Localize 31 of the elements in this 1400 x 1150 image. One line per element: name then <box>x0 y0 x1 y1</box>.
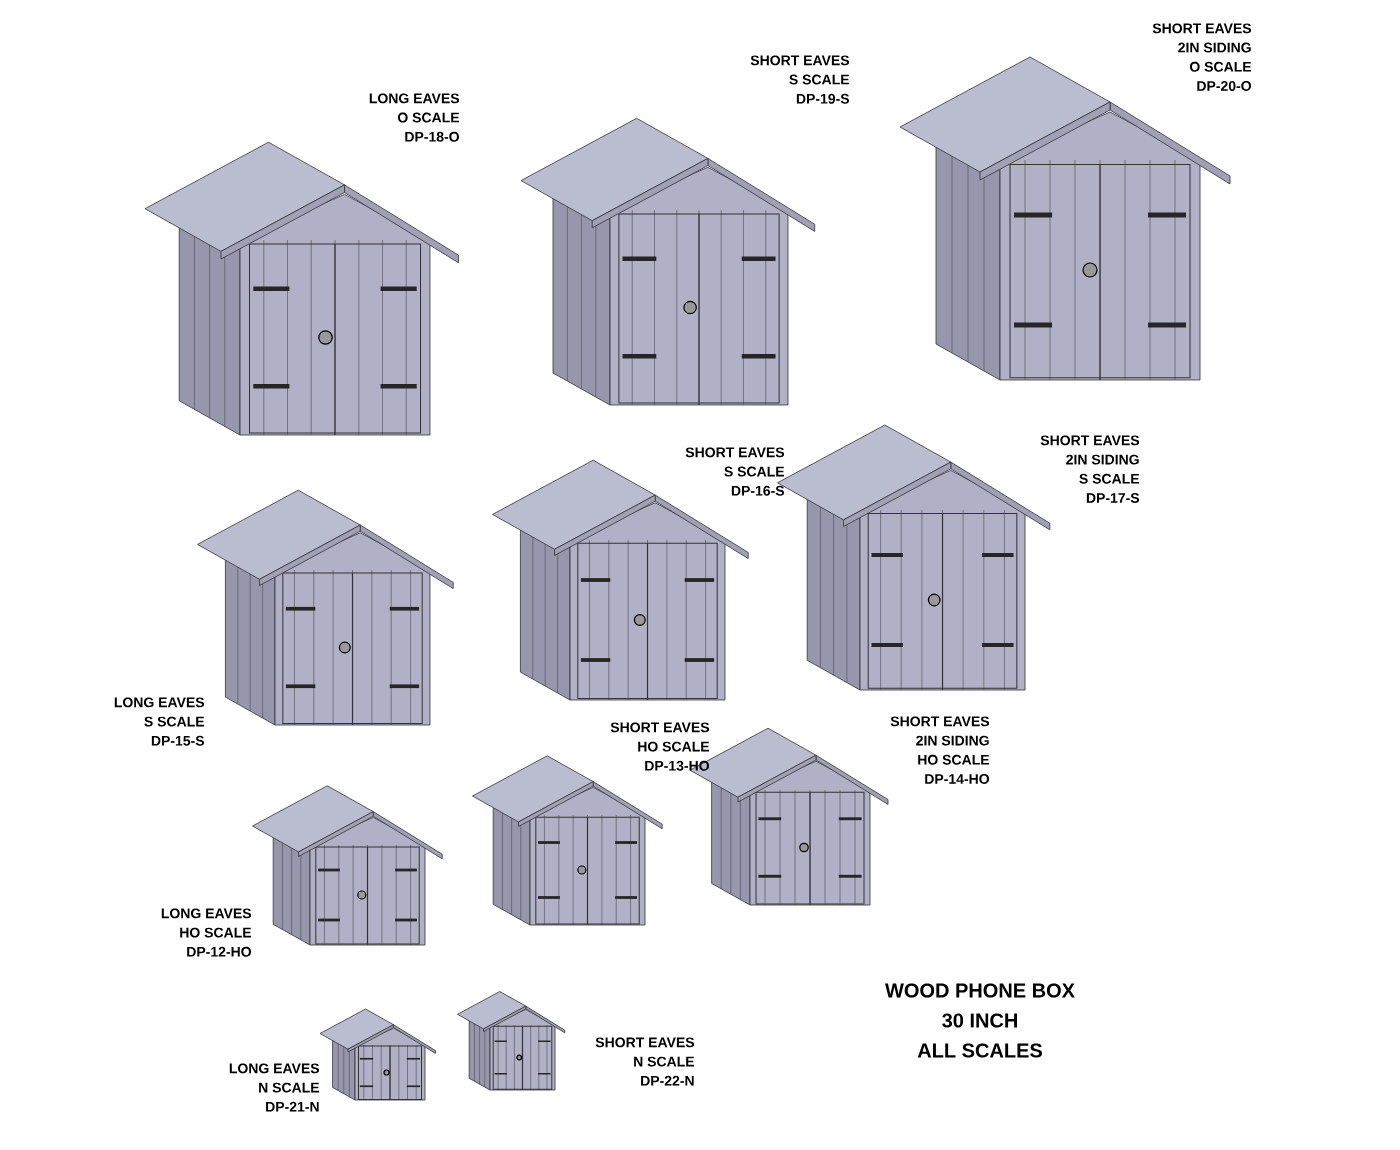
subtitle-line: 30 INCH <box>942 1013 1017 1028</box>
scale-label: LONG EAVES N SCALE DP-21-N <box>229 1063 320 1112</box>
title: WOOD PHONE BOX <box>885 983 1075 998</box>
node-label: HO SCALE <box>918 754 990 765</box>
scale-label: SHORT EAVES 2IN SIDING S SCALE DP-17-S <box>1040 435 1140 503</box>
scale-label: LONG EAVES S SCALE DP-15-S <box>114 697 205 746</box>
node-label: O SCALE <box>1189 61 1252 72</box>
scale-label: LONG EAVES HO SCALE DP-12-HO <box>161 908 252 957</box>
phone-box-drawing <box>144 141 459 436</box>
scale-label: LONG EAVES O SCALE DP-18-O <box>369 93 460 142</box>
scale-label: SHORT EAVES S SCALE DP-16-S <box>685 447 785 496</box>
node-label: SHORT EAVES <box>1152 23 1252 34</box>
scale-label: SHORT EAVES S SCALE DP-19-S <box>750 55 850 104</box>
phone-box-drawing <box>252 785 443 946</box>
node-label: 2IN SIDING <box>1066 454 1139 465</box>
node-label: DP-17-S <box>1086 493 1140 503</box>
phone-box-drawing <box>319 1008 436 1101</box>
node-label: S SCALE <box>1079 473 1140 484</box>
scale-label: SHORT EAVES 2IN SIDING HO SCALE DP-14-HO <box>890 716 990 784</box>
subtitle-line: ALL SCALES <box>917 1043 1042 1058</box>
node-label: DP-14-HO <box>925 774 989 784</box>
phone-box-drawing <box>520 117 816 406</box>
scale-label: SHORT EAVES 2IN SIDING O SCALE DP-20-O <box>1152 23 1252 91</box>
node-label: 2IN SIDING <box>916 735 989 746</box>
node-label: 2IN SIDING <box>1178 42 1251 53</box>
scale-label: SHORT EAVES HO SCALE DP-13-HO <box>610 722 710 771</box>
node-label: SHORT EAVES <box>890 716 990 727</box>
node-label: DP-20-O <box>1197 81 1252 91</box>
node-label: SHORT EAVES <box>1040 435 1140 446</box>
phone-box-drawing <box>457 991 566 1091</box>
scale-label: SHORT EAVES N SCALE DP-22-N <box>595 1037 695 1086</box>
